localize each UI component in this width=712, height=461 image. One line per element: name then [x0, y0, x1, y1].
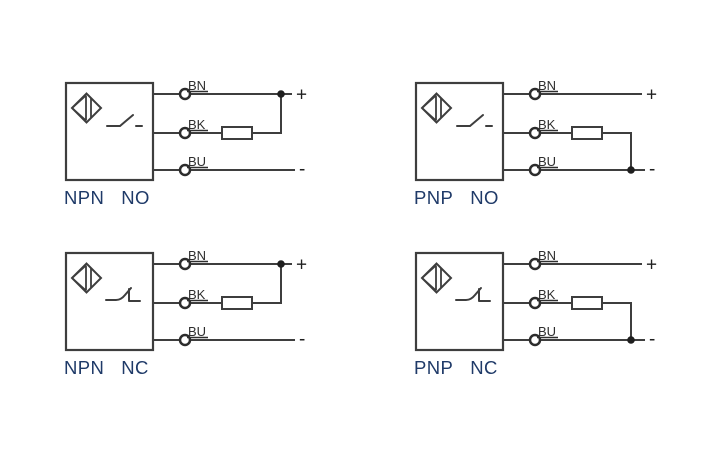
- junction-dot: [277, 260, 285, 268]
- negative-terminal-sign: -: [649, 159, 655, 180]
- diagram-pnp-nc: BN BK BU + - PNP NC: [410, 248, 710, 408]
- load-resistor: [221, 296, 253, 310]
- switch-no-icon: [106, 114, 143, 127]
- wire-label-bn: BN: [538, 78, 556, 93]
- proximity-sensor-icon-detail: [71, 94, 92, 122]
- junction-dot: [627, 336, 635, 344]
- sensor-contact-mode: NC: [121, 357, 149, 378]
- negative-terminal-sign: -: [299, 159, 305, 180]
- load-resistor: [571, 296, 603, 310]
- junction-dot: [277, 90, 285, 98]
- diagram-caption: NPN NC: [64, 357, 149, 379]
- positive-terminal-sign: +: [296, 85, 307, 106]
- sensor-body: [64, 81, 155, 182]
- wire-load-to-positive: [252, 94, 282, 134]
- positive-terminal-sign: +: [296, 255, 307, 276]
- wire-label-bk: BK: [538, 117, 556, 132]
- wire-label-bk: BK: [538, 287, 556, 302]
- sensor-output-type: PNP: [414, 357, 454, 378]
- wire-label-bu: BU: [538, 324, 556, 339]
- proximity-sensor-icon-detail: [421, 94, 442, 122]
- diagram-npn-no: BN BK BU + - NPN NO: [60, 78, 360, 238]
- sensor-output-type: NPN: [64, 357, 105, 378]
- wire-label-bk: BK: [188, 117, 206, 132]
- sensor-output-type: NPN: [64, 187, 105, 208]
- proximity-sensor-icon-detail: [421, 264, 442, 292]
- wire-label-bu: BU: [538, 154, 556, 169]
- diagram-caption: PNP NO: [414, 187, 499, 209]
- negative-terminal-sign: -: [649, 329, 655, 350]
- switch-nc-icon: [105, 287, 141, 302]
- switch-no-icon: [456, 114, 493, 127]
- wire-label-bu: BU: [188, 324, 206, 339]
- sensor-contact-mode: NO: [470, 187, 499, 208]
- wire-label-bk: BK: [188, 287, 206, 302]
- load-resistor: [571, 126, 603, 140]
- switch-nc-icon: [455, 287, 491, 302]
- diagram-pnp-no-drawing: BN BK BU + -: [414, 78, 657, 182]
- sensor-body: [414, 81, 505, 182]
- diagram-caption: NPN NO: [64, 187, 150, 209]
- negative-terminal-sign: -: [299, 329, 305, 350]
- wire-load-to-positive: [252, 264, 282, 304]
- load-resistor: [221, 126, 253, 140]
- diagram-pnp-nc-drawing: BN BK BU + -: [414, 248, 657, 352]
- sensor-contact-mode: NC: [470, 357, 498, 378]
- sensor-output-type: PNP: [414, 187, 454, 208]
- sensor-contact-mode: NO: [121, 187, 150, 208]
- diagram-npn-no-drawing: BN BK BU + -: [64, 78, 307, 182]
- wire-label-bu: BU: [188, 154, 206, 169]
- wire-label-bn: BN: [188, 78, 206, 93]
- wire-load-to-negative: [602, 132, 632, 170]
- positive-terminal-sign: +: [646, 255, 657, 276]
- diagram-caption: PNP NC: [414, 357, 498, 379]
- diagram-npn-nc-drawing: BN BK BU + -: [64, 248, 307, 352]
- diagram-pnp-no: BN BK BU + - PNP NO: [410, 78, 710, 238]
- diagram-npn-nc: BN BK BU + - NPN NC: [60, 248, 360, 408]
- proximity-sensor-icon-detail: [71, 264, 92, 292]
- positive-terminal-sign: +: [646, 85, 657, 106]
- wire-label-bn: BN: [188, 248, 206, 263]
- wire-load-to-negative: [602, 302, 632, 340]
- wire-label-bn: BN: [538, 248, 556, 263]
- junction-dot: [627, 166, 635, 174]
